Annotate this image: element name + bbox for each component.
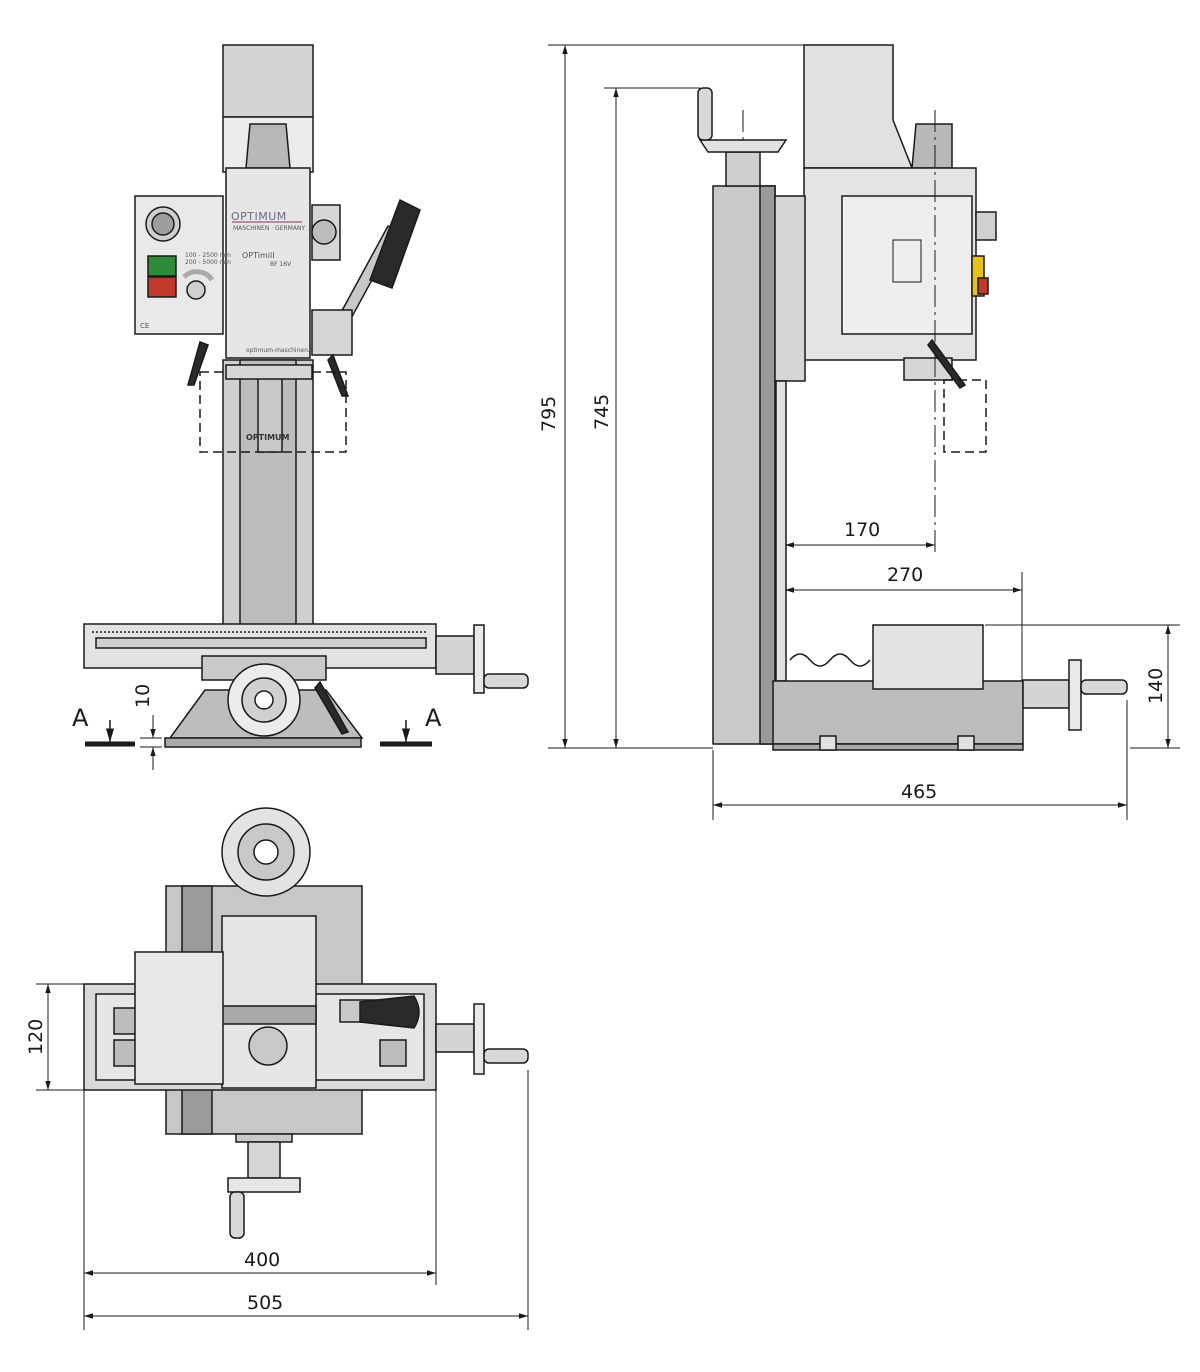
dim-overall-width (84, 1070, 529, 1330)
section-label-left: A (72, 704, 89, 732)
dim-table-width (36, 983, 84, 1091)
dim-table-length (83, 1090, 437, 1330)
dim-throat-label: 270 (887, 564, 923, 586)
dim-overall-depth-label: 465 (901, 781, 937, 803)
side-crank-handle[interactable] (697, 87, 713, 141)
start-button[interactable] (147, 255, 177, 277)
section-mark-right (380, 720, 432, 747)
dim-table-width-label: 120 (25, 1019, 47, 1055)
stop-button[interactable] (147, 276, 177, 298)
front-view: OPTIMUM MASCHINEN · GERMANY OPTimill BF … (83, 44, 529, 748)
side-front-crank[interactable] (1080, 679, 1128, 695)
side-base (772, 680, 1024, 745)
speed-knob[interactable] (186, 280, 206, 300)
dim-spindle-column-label: 170 (844, 519, 880, 541)
dim-overall-width-label: 505 (247, 1292, 283, 1314)
dim-column-height (604, 87, 700, 748)
quill-brand: OPTIMUM (246, 433, 290, 442)
dim-throat (785, 572, 1023, 681)
dim-base-foot (140, 715, 162, 770)
dim-overall-height (548, 44, 804, 749)
dim-table-height (985, 624, 1180, 749)
front-head (225, 167, 311, 359)
top-control-panel (134, 951, 224, 1085)
dim-overall-depth (712, 700, 1128, 820)
top-front-crank[interactable] (229, 1191, 245, 1239)
dim-table-height-label: 140 (1145, 668, 1167, 704)
front-crank-handle[interactable] (483, 673, 529, 689)
speed-line-1: 100 - 2500 min (185, 252, 231, 259)
ce-mark: CE (140, 322, 149, 330)
section-label-right: A (425, 704, 442, 732)
dim-base-foot-label: 10 (132, 684, 154, 708)
side-motor-housing (803, 44, 914, 169)
speed-line-2: 200 - 5000 min (185, 259, 231, 266)
top-crank-handle[interactable] (483, 1048, 529, 1064)
dim-column-height-label: 745 (591, 394, 613, 430)
dim-overall-height-label: 795 (538, 396, 560, 432)
web-label: optimum-maschinen.de (246, 347, 318, 354)
brand-label: OPTIMUM (231, 210, 287, 223)
side-table (872, 624, 984, 690)
top-view (83, 807, 529, 1239)
brand-sub-label: MASCHINEN · GERMANY (233, 225, 305, 232)
section-mark-left (85, 720, 135, 747)
dim-table-length-label: 400 (244, 1249, 280, 1271)
model-label: OPTimill (242, 251, 274, 260)
front-motor-housing (222, 44, 314, 118)
side-view (697, 44, 1128, 751)
model-sub-label: BF 16V (270, 261, 292, 268)
